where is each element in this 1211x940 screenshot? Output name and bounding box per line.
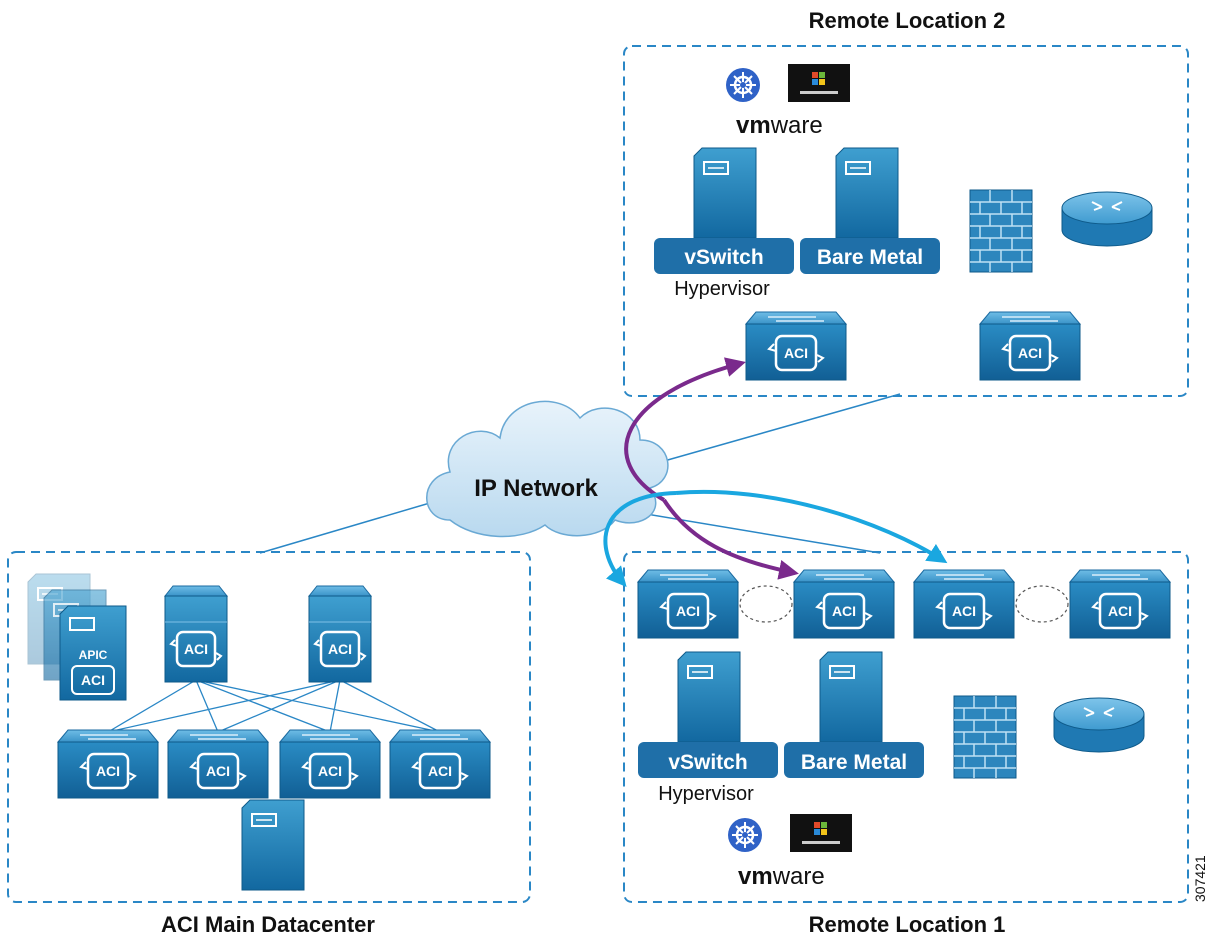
bare-metal-label: Bare Metal bbox=[801, 751, 907, 774]
purple-arrow-to-remote1 bbox=[662, 498, 799, 580]
vmware-logo: vmware bbox=[738, 863, 825, 890]
windows-icon bbox=[790, 814, 852, 852]
router-icon bbox=[1061, 191, 1153, 247]
kubernetes-icon bbox=[726, 816, 764, 854]
switch-icon bbox=[388, 728, 492, 800]
vmware-logo: vmware bbox=[736, 112, 823, 139]
svg-text:ACI: ACI bbox=[81, 672, 105, 688]
switch-icon bbox=[636, 568, 740, 640]
switch-icon bbox=[744, 310, 848, 382]
vswitch-label: vSwitch bbox=[684, 246, 763, 269]
switch-icon bbox=[163, 584, 229, 684]
purple-arrow-to-remote2 bbox=[624, 357, 746, 502]
apic-label: APIC bbox=[79, 648, 108, 662]
hypervisor-label: Hypervisor bbox=[674, 278, 770, 300]
svg-text:vmware: vmware bbox=[738, 863, 825, 890]
windows-icon bbox=[788, 64, 850, 102]
server-icon bbox=[677, 651, 741, 743]
remote1-title: Remote Location 1 bbox=[809, 912, 1006, 937]
firewall-icon bbox=[969, 189, 1033, 273]
cyan-arrow-to-remote1-leaf bbox=[675, 489, 948, 564]
vpc-links bbox=[739, 585, 1069, 623]
remote2-title: Remote Location 2 bbox=[809, 8, 1006, 33]
bare-metal-label: Bare Metal bbox=[817, 246, 923, 269]
cloud-label: IP Network bbox=[474, 475, 598, 502]
wan-links bbox=[259, 393, 901, 554]
switch-icon bbox=[166, 728, 270, 800]
fabric-links bbox=[107, 679, 441, 733]
switch-icon bbox=[912, 568, 1016, 640]
remote2-region-border bbox=[623, 45, 1189, 397]
cyan-arrow-to-remote1-first bbox=[603, 491, 677, 588]
firewall-icon bbox=[953, 695, 1017, 779]
hypervisor-label: Hypervisor bbox=[658, 783, 754, 805]
kubernetes-icon bbox=[724, 66, 762, 104]
server-icon bbox=[693, 147, 757, 239]
svg-text:vmware: vmware bbox=[736, 112, 823, 139]
switch-icon bbox=[1068, 568, 1172, 640]
switch-icon bbox=[978, 310, 1082, 382]
switch-icon bbox=[278, 728, 382, 800]
switch-icon bbox=[307, 584, 373, 684]
remote1-region-border bbox=[623, 551, 1189, 903]
vswitch-label: vSwitch bbox=[668, 751, 747, 774]
main-region-border bbox=[7, 551, 531, 903]
apic-cluster: APIC ACI bbox=[27, 573, 127, 701]
router-icon bbox=[1053, 697, 1145, 753]
switch-icon bbox=[56, 728, 160, 800]
switch-icon bbox=[792, 568, 896, 640]
server-icon bbox=[835, 147, 899, 239]
server-icon bbox=[819, 651, 883, 743]
figure-number: 307421 bbox=[1192, 855, 1208, 902]
server-icon bbox=[241, 799, 305, 891]
ip-network-cloud: IP Network bbox=[426, 400, 669, 538]
main-title: ACI Main Datacenter bbox=[161, 912, 375, 937]
